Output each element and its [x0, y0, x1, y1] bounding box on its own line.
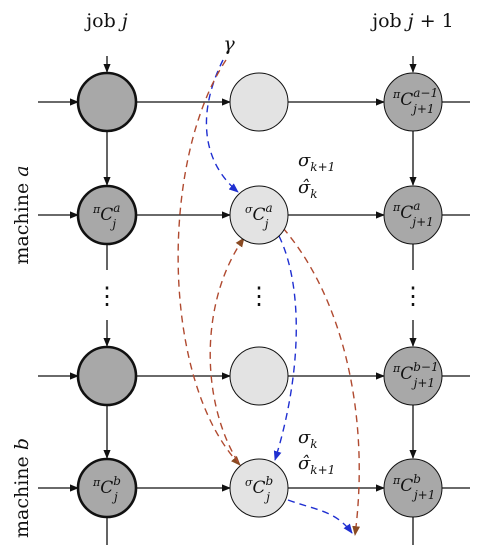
node-pi-C-b-j1: [383, 458, 443, 518]
brown-arrow-gamma-to-b: [177, 59, 241, 466]
node-pi-C-b-j: [76, 457, 138, 519]
nodes: [76, 71, 443, 519]
node-light-row1-middle: [229, 72, 289, 132]
node-sigma-C-b-j: [229, 458, 289, 518]
column-header-job-j-plus-1: job j + 1: [370, 10, 454, 32]
blue-arrow-gamma: [205, 59, 239, 193]
dashed-arrows: [177, 59, 361, 536]
brown-arrow-a-out: [282, 227, 361, 536]
ellipsis-middle: ⋮: [247, 282, 271, 310]
node-pi-C-a-j1: [383, 185, 443, 245]
annotation-top-sigma-hat: σ̂k: [298, 177, 318, 201]
annotation-bottom-sigma: σk: [298, 427, 318, 451]
node-pi-C-a-j: [76, 184, 138, 246]
blue-arrow-b-out: [287, 499, 353, 534]
row-label-machine-a: machine a: [11, 165, 33, 264]
vertical-edges: [103, 56, 417, 545]
node-pi-C-bm1-j1: [383, 346, 443, 406]
node-dark-row3-left: [76, 345, 138, 407]
node-light-row3-middle: [229, 346, 289, 406]
row-label-machine-b: machine b: [11, 438, 33, 538]
horizontal-edges: [38, 98, 470, 492]
ellipsis-right: ⋮: [401, 282, 425, 310]
node-dark-row1-left: [76, 71, 138, 133]
blue-arrow-a-to-b: [273, 235, 297, 461]
annotation-bottom-sigma-hat: σ̂k+1: [298, 453, 335, 477]
ellipsis-left: ⋮: [95, 282, 119, 310]
annotation-top-sigma: σk+1: [298, 150, 335, 174]
node-sigma-C-a-j: [229, 185, 289, 245]
node-pi-C-am1-j1: [383, 72, 443, 132]
brown-arrow-b-to-a: [209, 237, 245, 463]
sigma-annotations: σk+1 σ̂k σk σ̂k+1: [298, 150, 335, 477]
column-header-job-j: job j: [84, 10, 128, 32]
gamma-label: γ: [223, 33, 235, 55]
